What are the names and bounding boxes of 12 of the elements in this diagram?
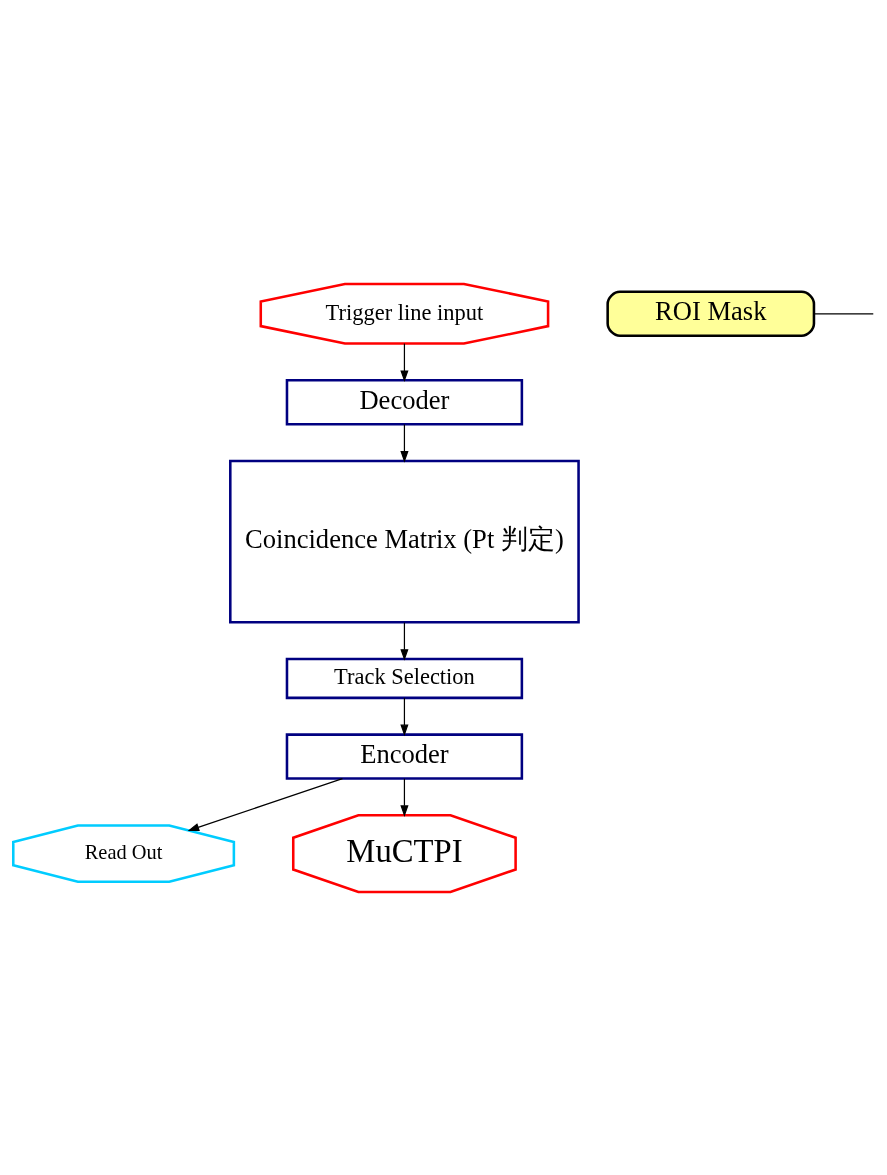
- node-box: Decoder: [285, 378, 523, 425]
- arrow: [399, 777, 408, 817]
- node-box: Encoder: [285, 732, 523, 780]
- node-box: Coincidence Matrix (Pt 判定): [228, 459, 580, 624]
- arrow: [187, 777, 343, 831]
- connector: [813, 312, 874, 314]
- arrow: [399, 621, 408, 661]
- arrow: [399, 423, 408, 463]
- node-box: Track Selection: [285, 657, 523, 699]
- arrow: [399, 696, 408, 736]
- node-box: ROI Mask: [605, 290, 815, 337]
- arrow: [399, 342, 408, 382]
